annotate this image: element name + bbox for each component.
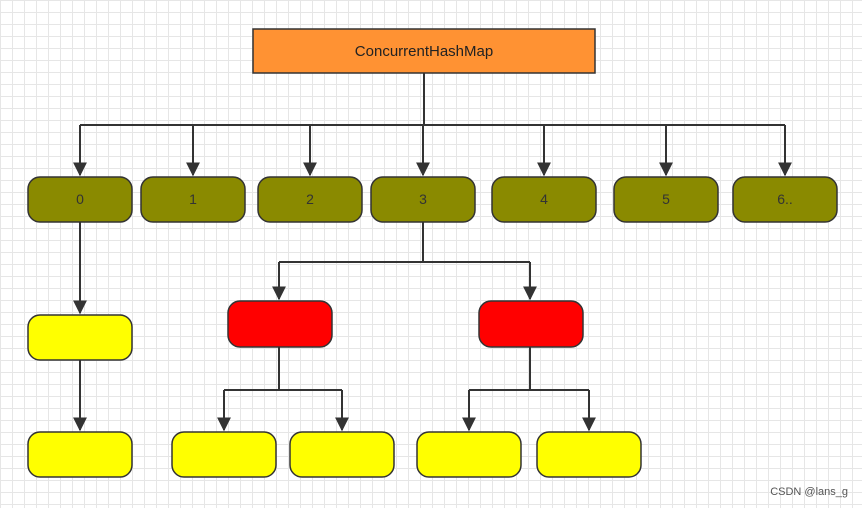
tree-node-red-left xyxy=(227,300,333,348)
bucket-node-6: 6.. xyxy=(732,176,838,223)
root-node-label: ConcurrentHashMap xyxy=(355,43,493,60)
tree-leaf-1 xyxy=(171,431,277,478)
bucket-node-5-label: 5 xyxy=(662,191,670,207)
bucket-node-3: 3 xyxy=(370,176,476,223)
bucket-array: 0 1 2 3 4 5 6.. xyxy=(27,176,838,223)
bucket-node-5-box xyxy=(613,176,719,223)
bucket-node-1: 1 xyxy=(140,176,246,223)
bucket-node-1-box xyxy=(140,176,246,223)
bucket-node-2-label: 2 xyxy=(306,191,314,207)
bucket-node-2-box xyxy=(257,176,363,223)
root-node-box xyxy=(252,28,596,74)
connector-lines xyxy=(73,73,792,432)
bucket-node-4: 4 xyxy=(491,176,597,223)
bucket-node-4-box xyxy=(491,176,597,223)
bucket-node-2: 2 xyxy=(257,176,363,223)
bucket-node-5: 5 xyxy=(613,176,719,223)
tree-leaf-4 xyxy=(536,431,642,478)
bucket-node-0-label: 0 xyxy=(76,191,84,207)
list-chain-bucket-0 xyxy=(27,314,133,478)
list-node-0-a xyxy=(27,314,133,361)
watermark-text: CSDN @lans_g xyxy=(770,486,848,498)
bucket-node-3-label: 3 xyxy=(419,191,427,207)
tree-leaf-2 xyxy=(289,431,395,478)
tree-leaf-3 xyxy=(416,431,522,478)
tree-node-red-right xyxy=(478,300,584,348)
list-node-0-b xyxy=(27,431,133,478)
bucket-node-4-label: 4 xyxy=(540,191,548,207)
bucket-node-1-label: 1 xyxy=(189,191,197,207)
bucket-node-6-label: 6.. xyxy=(777,191,793,207)
bucket-node-0: 0 xyxy=(27,176,133,223)
root-node: ConcurrentHashMap xyxy=(252,28,596,74)
bucket-node-3-box xyxy=(370,176,476,223)
tree-bucket-3 xyxy=(171,300,642,478)
bucket-node-0-box xyxy=(27,176,133,223)
bucket-node-6-box xyxy=(732,176,838,223)
